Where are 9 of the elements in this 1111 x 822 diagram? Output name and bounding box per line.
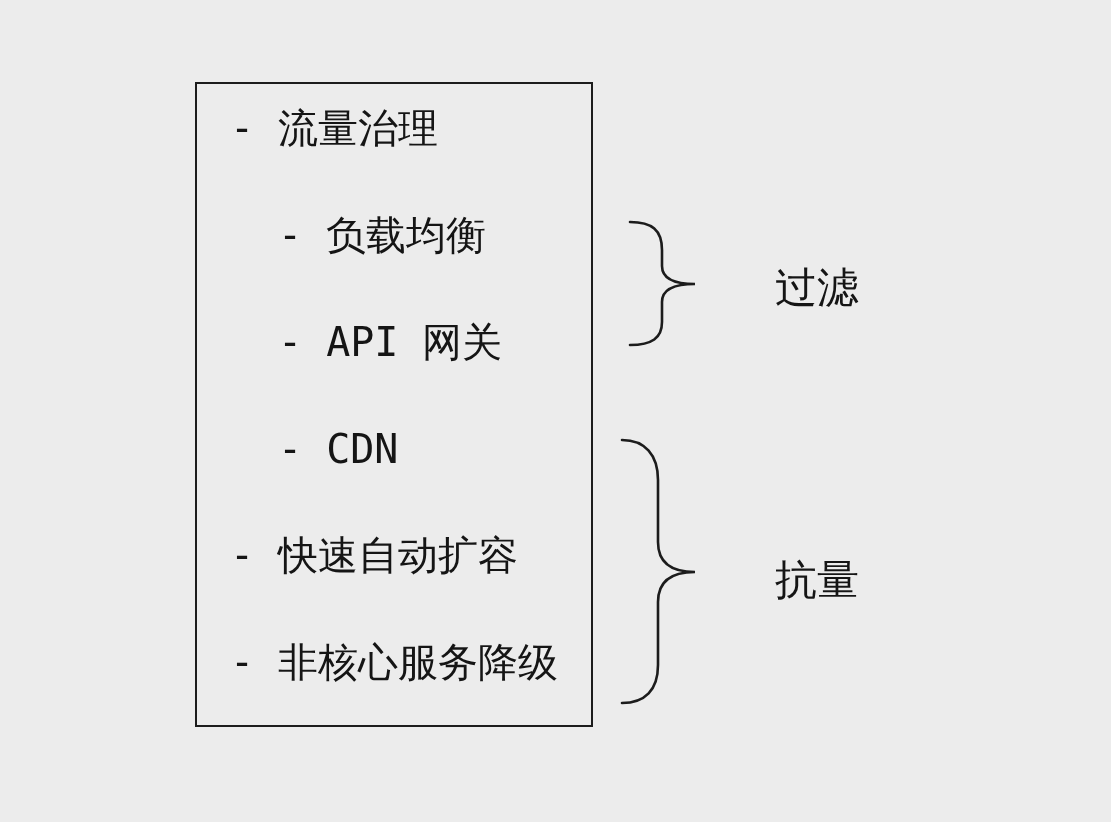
list-item: - 负载均衡 xyxy=(278,211,487,259)
list-item: - 非核心服务降级 xyxy=(230,638,559,686)
brace-label: 过滤 xyxy=(775,263,859,313)
list-box xyxy=(195,82,593,727)
list-item: - CDN xyxy=(278,425,399,473)
brace-label: 抗量 xyxy=(775,555,859,605)
list-item: - 快速自动扩容 xyxy=(230,531,519,579)
list-item: - 流量治理 xyxy=(230,104,439,152)
list-item: - API 网关 xyxy=(278,318,503,366)
